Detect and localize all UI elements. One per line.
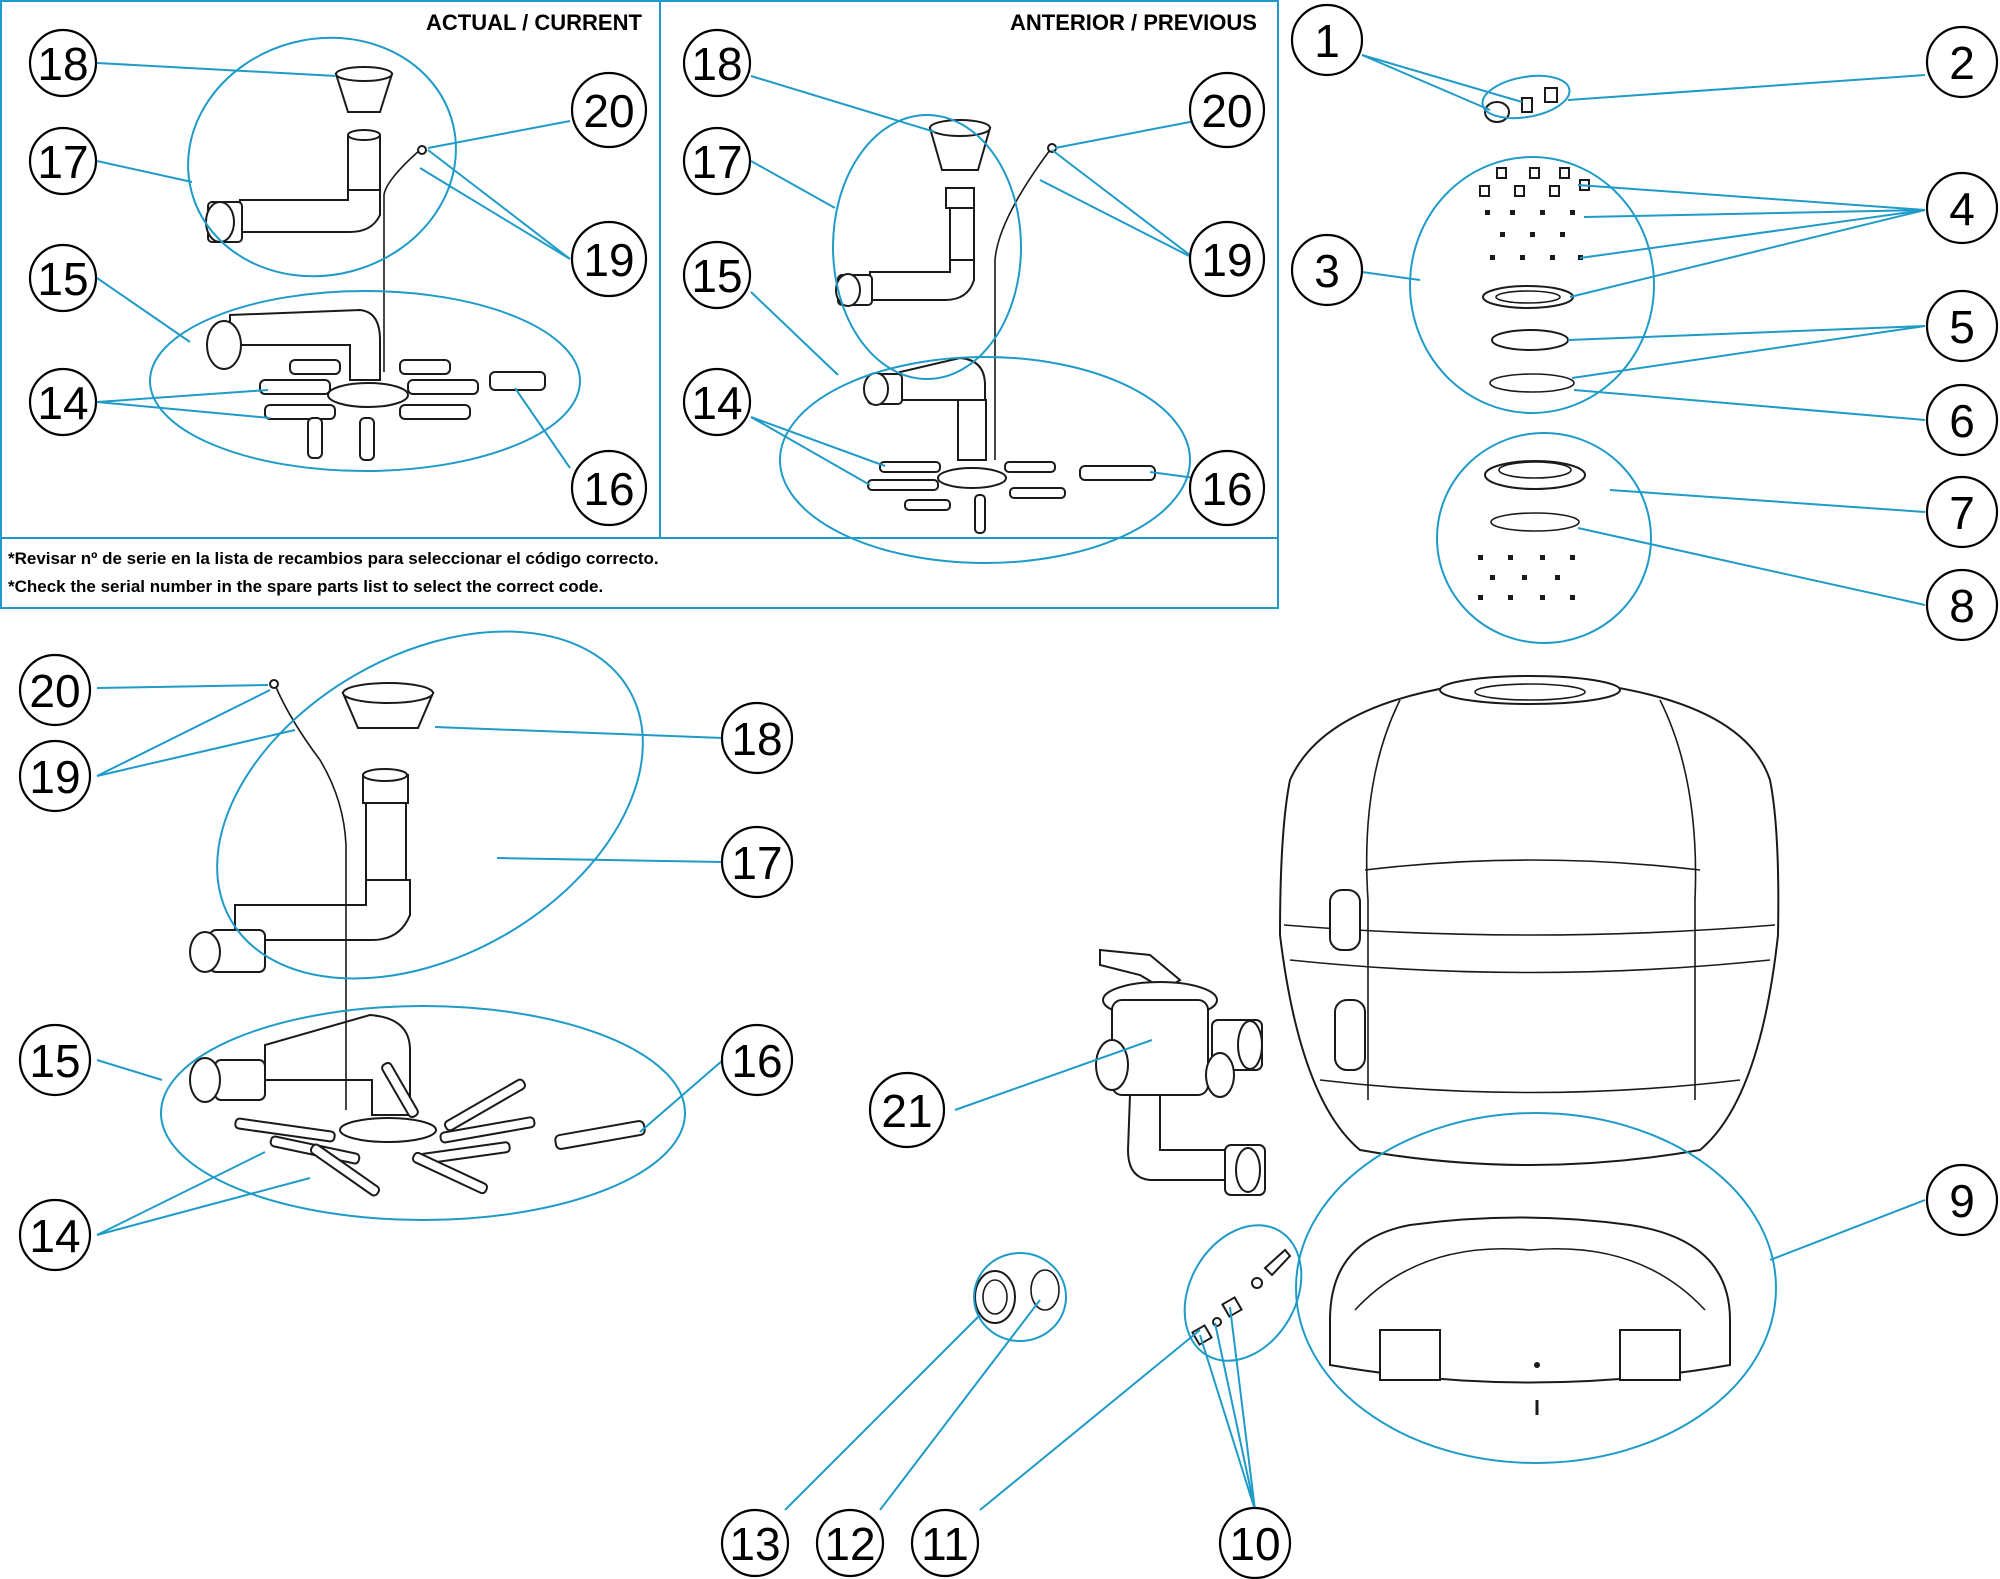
callout-15: 15: [28, 243, 98, 313]
svg-text:10: 10: [1229, 1518, 1280, 1570]
svg-text:14: 14: [29, 1210, 80, 1262]
svg-text:16: 16: [731, 1035, 782, 1087]
svg-text:16: 16: [1201, 463, 1252, 515]
svg-text:5: 5: [1949, 301, 1975, 353]
callout-18: 18: [28, 28, 98, 98]
svg-text:19: 19: [583, 234, 634, 286]
callout-17: 17: [682, 126, 752, 196]
svg-text:7: 7: [1949, 487, 1975, 539]
callout-12: 12: [815, 1508, 885, 1578]
grouping-ellipses: [149, 36, 1777, 1464]
svg-text:14: 14: [691, 377, 742, 429]
callout-10: 10: [1218, 1506, 1292, 1579]
callout-2: 2: [1925, 25, 1999, 99]
previous-panel-parts: [835, 119, 1156, 534]
callout-14: 14: [682, 367, 752, 437]
callout-17: 17: [720, 825, 794, 899]
callout-16: 16: [570, 449, 648, 527]
callout-9: 9: [1925, 1163, 1999, 1237]
svg-text:8: 8: [1949, 580, 1975, 632]
callout-8: 8: [1925, 568, 1999, 642]
svg-text:17: 17: [691, 136, 742, 188]
callout-6: 6: [1925, 383, 1999, 457]
svg-text:18: 18: [731, 713, 782, 765]
svg-text:15: 15: [37, 253, 88, 305]
svg-text:2: 2: [1949, 37, 1975, 89]
svg-text:19: 19: [1201, 234, 1252, 286]
callout-13: 13: [720, 1508, 790, 1578]
callout-3: 3: [1290, 233, 1364, 307]
callout-14: 14: [18, 1198, 92, 1272]
main-collector-assembly: [189, 679, 646, 1197]
callout-16: 16: [1188, 449, 1266, 527]
current-panel-title: ACTUAL / CURRENT: [426, 10, 642, 35]
callout-15: 15: [18, 1023, 92, 1097]
callout-5: 5: [1925, 289, 1999, 363]
current-panel-parts: [205, 66, 546, 461]
svg-text:3: 3: [1314, 245, 1340, 297]
callout-21: 21: [868, 1071, 946, 1149]
svg-text:14: 14: [37, 377, 88, 429]
callout-17: 17: [28, 126, 98, 196]
panel-frames: [0, 0, 1279, 609]
svg-text:1: 1: [1314, 15, 1340, 67]
note-spanish: *Revisar nº de serie en la lista de reca…: [8, 549, 659, 568]
svg-text:17: 17: [731, 837, 782, 889]
svg-text:18: 18: [691, 38, 742, 90]
callout-1: 1: [1290, 3, 1364, 77]
svg-text:19: 19: [29, 751, 80, 803]
svg-text:17: 17: [37, 136, 88, 188]
svg-text:21: 21: [881, 1085, 932, 1137]
callout-18: 18: [720, 701, 794, 775]
callout-20: 20: [570, 71, 648, 149]
callouts: 18 17 20 19 15 14 16 18 17 20 19 15 14 1…: [18, 3, 1999, 1579]
filter-tank: [1278, 675, 1780, 1166]
note-english: *Check the serial number in the spare pa…: [8, 577, 604, 596]
callout-11: 11: [910, 1508, 980, 1578]
svg-text:13: 13: [729, 1518, 780, 1570]
previous-panel-title: ANTERIOR / PREVIOUS: [1010, 10, 1257, 35]
svg-text:16: 16: [583, 463, 634, 515]
callout-20: 20: [18, 653, 92, 727]
selector-valve: [1095, 948, 1266, 1196]
drain-fittings: [1191, 1248, 1292, 1346]
callout-4: 4: [1925, 171, 1999, 245]
callout-18: 18: [682, 28, 752, 98]
svg-text:20: 20: [1201, 85, 1252, 137]
svg-text:15: 15: [691, 250, 742, 302]
callout-19: 19: [1188, 220, 1266, 298]
callout-15: 15: [682, 240, 752, 310]
callout-20: 20: [1188, 71, 1266, 149]
svg-text:12: 12: [824, 1518, 875, 1570]
svg-text:4: 4: [1949, 183, 1975, 235]
leader-lines: [96, 54, 1926, 1511]
callout-7: 7: [1925, 475, 1999, 549]
svg-text:20: 20: [583, 85, 634, 137]
svg-text:15: 15: [29, 1035, 80, 1087]
callout-16: 16: [720, 1023, 794, 1097]
svg-text:9: 9: [1949, 1175, 1975, 1227]
callout-19: 19: [570, 220, 648, 298]
callout-14: 14: [28, 367, 98, 437]
tank-base: [1329, 1216, 1731, 1415]
svg-text:11: 11: [921, 1518, 969, 1570]
svg-text:20: 20: [29, 665, 80, 717]
svg-text:18: 18: [37, 38, 88, 90]
callout-19: 19: [18, 739, 92, 813]
svg-text:6: 6: [1949, 395, 1975, 447]
union-fitting: [974, 1269, 1060, 1324]
